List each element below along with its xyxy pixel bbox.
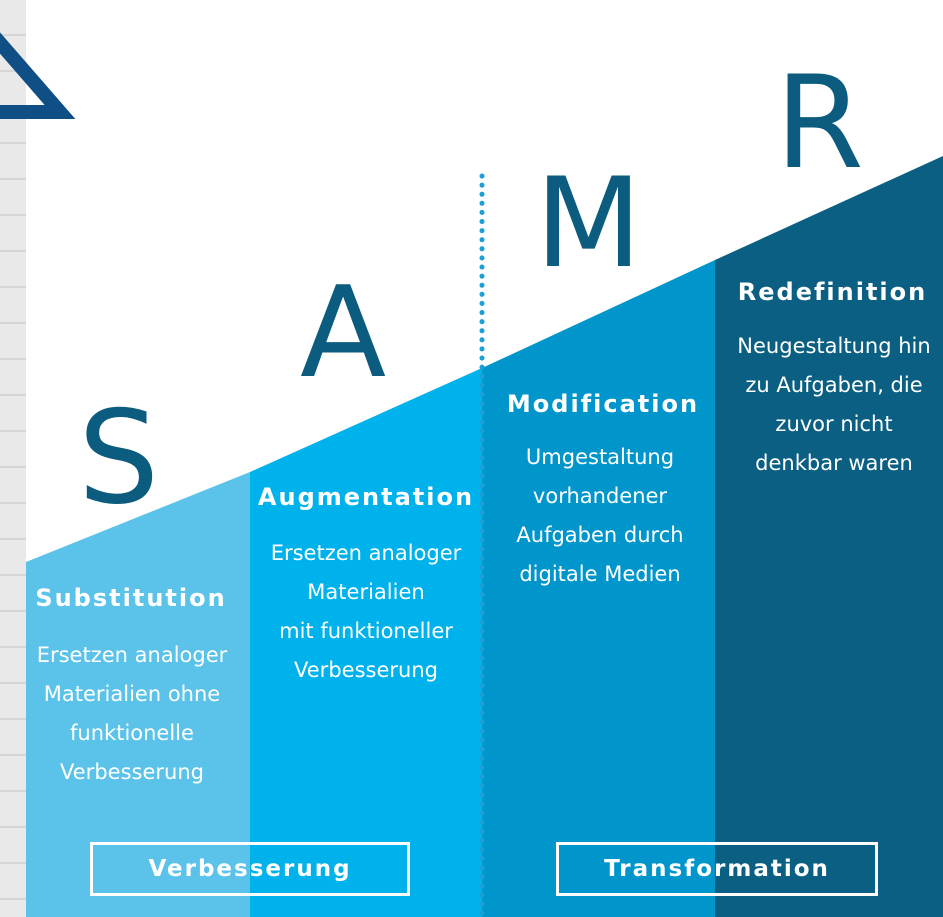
brick-wall-background	[0, 0, 26, 917]
redefinition-title: Redefinition	[737, 278, 928, 306]
augmentation-title: Augmentation	[257, 483, 475, 511]
logo-triangle-icon	[0, 32, 76, 119]
augmentation-description: Ersetzen analoger Materialien mit funkti…	[270, 541, 462, 682]
modification-title: Modification	[506, 390, 700, 418]
augmentation-band	[250, 368, 482, 917]
modification-band	[482, 260, 715, 917]
letter-m: M	[535, 152, 642, 296]
substitution-band	[26, 472, 250, 917]
modification-description: Umgestaltung vorhandener Aufgaben durch …	[516, 445, 684, 586]
transformation-label: Transformation	[604, 856, 830, 882]
verbesserung-box: Verbesserung	[90, 842, 410, 896]
substitution-title: Substitution	[35, 584, 227, 612]
transformation-box: Transformation	[556, 842, 878, 896]
substitution-description: Ersetzen analoger Materialien ohne funkt…	[36, 643, 228, 784]
letter-s: S	[78, 384, 160, 533]
redefinition-band	[715, 156, 943, 917]
redefinition-description: Neugestaltung hin zu Aufgaben, die zuvor…	[737, 334, 931, 475]
letter-a: A	[300, 259, 387, 406]
verbesserung-label: Verbesserung	[148, 856, 352, 882]
letter-r: R	[775, 49, 864, 198]
